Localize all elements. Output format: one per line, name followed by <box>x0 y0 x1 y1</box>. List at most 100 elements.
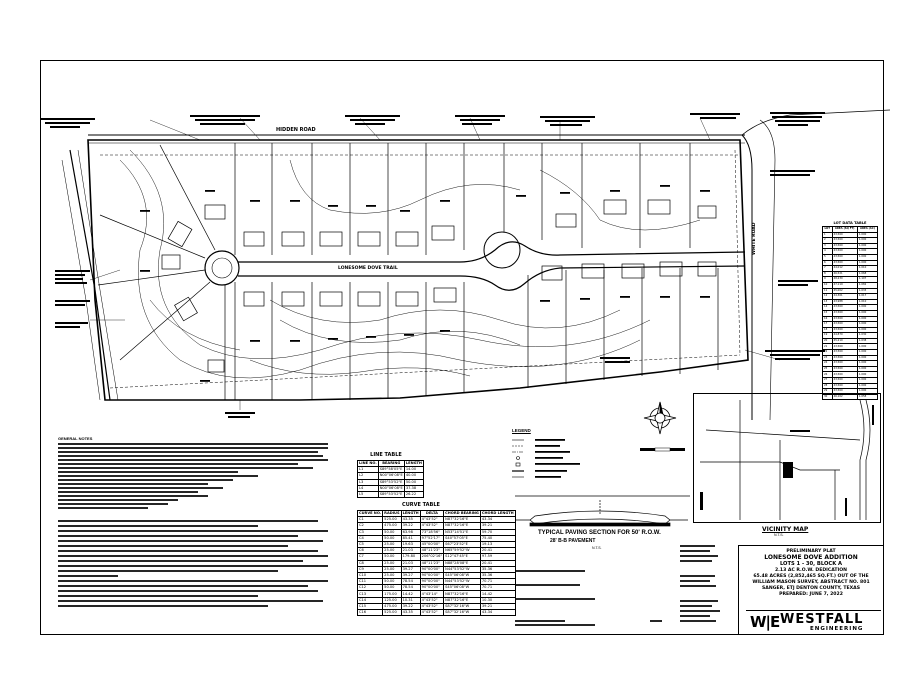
lot-table-cell: 43,560 <box>831 365 858 373</box>
lot-table-cell: 1.030 <box>856 332 879 339</box>
title-line-7: SANGER, ETJ DENTON COUNTY, TEXAS <box>761 586 860 592</box>
lot-table-cell: 43,560 <box>831 321 858 328</box>
line-table-cell: L5 <box>357 490 379 499</box>
curve-table-cell: 525.00 <box>382 608 402 617</box>
lot-table-cell: 43,560 <box>831 259 858 267</box>
lot-table-cell: 43,560 <box>831 254 858 261</box>
lot-table-cell: 44,301 <box>831 293 858 300</box>
curve-table-cell: C16 <box>356 608 384 617</box>
road-label-north: HIDDEN ROAD <box>276 127 316 133</box>
street-label-internal: LONESOME DOVE TRAIL <box>338 266 398 271</box>
lot-table-cell: 1.000 <box>856 382 879 390</box>
curve-table-header: CHORD LENGTH <box>479 509 516 518</box>
lot-table-cell: 46,521 <box>831 270 858 278</box>
curve-table-cell: 206°02'16" <box>419 553 445 561</box>
curve-table-title: CURVE TABLE <box>402 502 440 508</box>
vicinity-map-frame <box>693 393 881 523</box>
lot-table-cell: 1.000 <box>856 309 879 317</box>
curve-table-cell: 43.34 <box>479 608 516 617</box>
lot-table-cell: 1.000 <box>856 259 879 267</box>
section-scale: N.T.S. <box>592 546 602 550</box>
title-line-1: PRELIMINARY PLAT <box>786 549 836 554</box>
lot-table-cell: 43,988 <box>831 298 858 306</box>
title-line-2: LONESOME DOVE ADDITION <box>764 554 858 562</box>
lot-table-cell: 1.000 <box>856 326 879 334</box>
lot-table-cell: 1.010 <box>856 298 879 306</box>
line-table-cell: S89°58'05"E <box>377 466 405 474</box>
lot-table-header: AREA (SQ FT) <box>831 226 858 233</box>
drawing-sheet-border <box>40 60 884 635</box>
lot-table-cell: 1.082 <box>856 281 879 289</box>
title-line-5: 65.48 ACRES (2,852,465 SQ.FT.) OUT OF TH… <box>753 573 869 579</box>
lot-table-cell: 46,102 <box>831 393 858 401</box>
line-table-header: LENGTH <box>403 459 424 468</box>
lot-table-cell: 1.000 <box>856 365 879 373</box>
lot-table-cell: 1.010 <box>856 265 879 272</box>
curve-table-header: CHORD BEARING <box>443 509 481 518</box>
lot-table-cell: 45,210 <box>831 337 858 345</box>
lot-table-cell: 1.000 <box>856 315 879 323</box>
lot-table-cell: 1.107 <box>856 276 879 283</box>
section-subtitle: 28' B-B PAVEMENT <box>550 538 596 544</box>
title-block: PRELIMINARY PLAT LONESOME DOVE ADDITION … <box>738 545 884 635</box>
lot-table-cell: 43,560 <box>831 377 858 384</box>
line-table-header: LINE NO. <box>357 459 379 468</box>
line-table-cell: S89°53'52"E <box>377 490 405 499</box>
lot-table-cell: 43,560 <box>831 382 858 390</box>
lot-table-cell: 43,560 <box>831 326 858 334</box>
title-line-8: PREPARED: JUNE 7, 2022 <box>779 592 843 598</box>
lot-table-cell: 44,870 <box>831 332 858 339</box>
lot-table-cell: 1.000 <box>856 343 879 351</box>
line-table-cell: N00°06'08"E <box>377 472 405 480</box>
lot-table-cell: 1.000 <box>856 371 879 378</box>
vicinity-map-scale: N.T.S. <box>774 533 784 537</box>
title-line-6: WILLIAM MASON SURVEY, ABSTRACT NO. 801 <box>752 580 870 586</box>
lot-table-cell: 1.000 <box>856 354 879 362</box>
firm-subtitle: ENGINEERING <box>810 626 864 632</box>
lot-table-cell: 43,560 <box>831 371 858 378</box>
lot-table-cell: 1.000 <box>856 321 879 328</box>
firm-logo-mark: W|E <box>750 613 780 631</box>
vicinity-map-title: VICINITY MAP <box>762 526 809 533</box>
lot-table-cell: 1.068 <box>856 270 879 278</box>
lot-table-cell: 43,560 <box>831 360 858 367</box>
lot-table-cell: 43,560 <box>831 354 858 362</box>
section-title: TYPICAL PAVING SECTION FOR 50' R.O.W. <box>538 530 661 536</box>
lot-table-cell: 1.033 <box>856 287 879 295</box>
lot-table-cell: 1.000 <box>856 377 879 384</box>
lot-table-cell: 1.000 <box>856 254 879 261</box>
curve-table-header: RADIUS <box>382 509 402 518</box>
lot-table-cell: 1.000 <box>856 304 879 311</box>
firm-logo: W|E WESTFALL ENGINEERING <box>746 610 881 635</box>
lot-table-cell: 43,560 <box>831 349 858 356</box>
lot-table-cell: 1.058 <box>856 393 879 401</box>
lot-table-cell: 44,012 <box>831 265 858 272</box>
legend-title: LEGEND <box>512 428 531 433</box>
lot-table-cell: 45,002 <box>831 287 858 295</box>
lot-table-cell: 1.017 <box>856 293 879 300</box>
lot-table-title: LOT DATA TABLE <box>833 221 867 225</box>
notes-title: GENERAL NOTES <box>58 436 93 441</box>
lot-table-header: AREA (AC) <box>856 226 879 233</box>
